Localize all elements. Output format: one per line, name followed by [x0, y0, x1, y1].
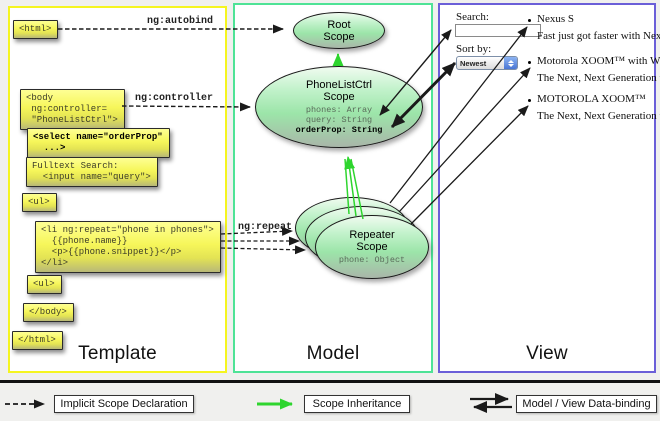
model-panel-title: Model — [306, 343, 360, 364]
code-box-li-repeat: <li ng:repeat="phone in phones"> {{phone… — [35, 221, 221, 273]
ng-autobind-label: ng:autobind — [147, 16, 214, 27]
code-box-html-open: <html> — [13, 20, 59, 39]
bullet-icon — [528, 99, 531, 102]
phonelistctrl-scope-ellipse: PhoneListCtrl Scope phones: Array query:… — [255, 66, 423, 148]
phonelistctrl-scope-orderprop: orderProp: String — [295, 125, 383, 135]
bullet-icon — [528, 61, 531, 64]
sort-dropdown-value: Newest — [460, 58, 487, 68]
code-box-body-open: <body ng:controller= "PhoneListCtrl"> — [20, 89, 125, 130]
chevron-down-icon — [507, 63, 514, 67]
root-scope-ellipse: Root Scope — [293, 12, 385, 49]
repeater-scope-title: Repeater Scope — [349, 229, 395, 253]
dropdown-stepper-icon — [504, 57, 517, 69]
phonelistctrl-scope-props: phones: Array query: String — [305, 105, 373, 125]
template-panel-title: Template — [78, 343, 157, 364]
legend-separator-line — [0, 380, 660, 383]
bullet-icon — [528, 19, 531, 22]
phone-item-desc: The Next, Next Generation tablet. — [537, 110, 660, 122]
view-panel-title: View — [526, 343, 568, 364]
phone-item-name: Motorola XOOM™ with Wi-Fi — [537, 55, 660, 67]
search-label: Search: — [456, 11, 489, 23]
phone-item-desc: The Next, Next Generation tablet. — [537, 72, 660, 84]
legend-scope-inheritance: Scope Inheritance — [304, 395, 410, 413]
phone-item-desc: Fast just got faster with Nexus S. — [537, 30, 660, 42]
root-scope-title: Root Scope — [323, 18, 355, 43]
chevron-up-icon — [507, 59, 514, 63]
ng-controller-label: ng:controller — [135, 93, 214, 104]
ng-repeat-label: ng:repeat — [238, 222, 293, 233]
repeater-scope-props: phone: Object — [338, 255, 406, 265]
search-input[interactable] — [455, 24, 541, 37]
code-box-body-close: </body> — [23, 303, 74, 322]
code-box-ul-close: <ul> — [27, 275, 62, 294]
sort-by-label: Sort by: — [456, 43, 492, 55]
code-box-ul-open: <ul> — [22, 193, 57, 212]
phone-item-name: Nexus S — [537, 13, 574, 25]
repeater-scope-ellipse: Repeater Scope phone: Object — [315, 215, 429, 279]
phone-item-name: MOTOROLA XOOM™ — [537, 93, 646, 105]
code-box-fulltext: Fulltext Search: <input name="query"> — [26, 157, 158, 187]
code-box-select: <select name="orderProp" ...> — [27, 128, 170, 158]
code-box-html-close: </html> — [12, 331, 63, 350]
phonelistctrl-scope-title: PhoneListCtrl Scope — [305, 79, 373, 103]
legend-model-view-data-binding: Model / View Data-binding — [516, 395, 657, 413]
model-panel: Model — [233, 3, 433, 373]
legend-implicit-scope-declaration: Implicit Scope Declaration — [54, 395, 194, 413]
sort-dropdown[interactable]: Newest — [456, 56, 518, 70]
legend-double-arrow-icon — [470, 393, 512, 413]
